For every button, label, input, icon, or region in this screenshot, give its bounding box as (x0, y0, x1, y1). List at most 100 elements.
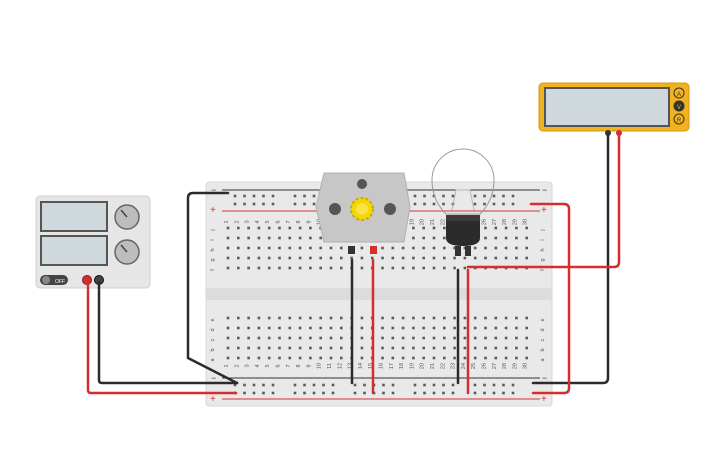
terminal-hole[interactable] (494, 326, 498, 330)
terminal-hole[interactable] (329, 316, 333, 320)
terminal-hole[interactable] (298, 236, 302, 240)
rail-hole[interactable] (451, 383, 455, 387)
rail-hole[interactable] (423, 194, 426, 198)
terminal-hole[interactable] (504, 346, 508, 350)
terminal-hole[interactable] (422, 246, 425, 250)
voltage-knob-icon[interactable] (114, 204, 140, 230)
rail-hole[interactable] (243, 194, 246, 198)
terminal-hole[interactable] (288, 226, 292, 230)
multimeter-mode-a[interactable]: A (673, 87, 685, 99)
terminal-hole[interactable] (412, 266, 415, 270)
terminal-hole[interactable] (525, 336, 528, 340)
terminal-hole[interactable] (226, 326, 230, 330)
rail-hole[interactable] (262, 202, 265, 206)
terminal-hole[interactable] (340, 316, 343, 320)
terminal-hole[interactable] (288, 316, 292, 320)
rail-hole[interactable] (303, 391, 306, 395)
terminal-hole[interactable] (525, 246, 528, 250)
terminal-hole[interactable] (247, 226, 250, 230)
terminal-hole[interactable] (443, 246, 446, 250)
terminal-hole[interactable] (381, 356, 384, 360)
terminal-hole[interactable] (422, 256, 425, 260)
terminal-hole[interactable] (473, 316, 477, 320)
rail-hole[interactable] (363, 383, 366, 387)
rail-hole[interactable] (271, 194, 275, 198)
terminal-hole[interactable] (360, 266, 364, 270)
terminal-hole[interactable] (422, 346, 425, 350)
rail-hole[interactable] (502, 383, 505, 387)
terminal-hole[interactable] (412, 256, 415, 260)
terminal-hole[interactable] (381, 346, 384, 350)
rail-hole[interactable] (233, 383, 237, 387)
terminal-hole[interactable] (432, 246, 436, 250)
terminal-hole[interactable] (360, 256, 364, 260)
terminal-hole[interactable] (463, 336, 467, 340)
terminal-hole[interactable] (267, 346, 271, 350)
rail-hole[interactable] (511, 391, 515, 395)
terminal-hole[interactable] (504, 256, 508, 260)
terminal-hole[interactable] (237, 346, 240, 350)
terminal-hole[interactable] (267, 316, 271, 320)
terminal-hole[interactable] (381, 336, 384, 340)
terminal-hole[interactable] (257, 236, 261, 240)
terminal-hole[interactable] (278, 266, 281, 270)
rail-hole[interactable] (312, 383, 316, 387)
terminal-hole[interactable] (515, 346, 518, 350)
terminal-hole[interactable] (484, 316, 487, 320)
rail-hole[interactable] (252, 391, 256, 395)
terminal-hole[interactable] (422, 226, 425, 230)
terminal-hole[interactable] (525, 256, 528, 260)
terminal-hole[interactable] (237, 316, 240, 320)
terminal-hole[interactable] (309, 326, 312, 330)
terminal-hole[interactable] (298, 316, 302, 320)
terminal-hole[interactable] (443, 356, 446, 360)
terminal-hole[interactable] (257, 326, 261, 330)
terminal-hole[interactable] (453, 346, 456, 350)
terminal-hole[interactable] (278, 346, 281, 350)
terminal-hole[interactable] (237, 246, 240, 250)
terminal-hole[interactable] (484, 326, 487, 330)
rail-hole[interactable] (293, 194, 297, 198)
rail-hole[interactable] (511, 194, 515, 198)
terminal-hole[interactable] (515, 246, 518, 250)
terminal-hole[interactable] (288, 356, 292, 360)
terminal-hole[interactable] (443, 226, 446, 230)
rail-hole[interactable] (262, 391, 265, 395)
terminal-hole[interactable] (309, 346, 312, 350)
terminal-hole[interactable] (494, 256, 498, 260)
terminal-hole[interactable] (484, 356, 487, 360)
terminal-hole[interactable] (329, 356, 333, 360)
terminal-hole[interactable] (360, 346, 364, 350)
terminal-hole[interactable] (288, 266, 292, 270)
terminal-hole[interactable] (391, 316, 395, 320)
terminal-hole[interactable] (247, 256, 250, 260)
terminal-hole[interactable] (288, 236, 292, 240)
terminal-hole[interactable] (412, 356, 415, 360)
terminal-hole[interactable] (453, 356, 456, 360)
terminal-hole[interactable] (247, 356, 250, 360)
rail-hole[interactable] (271, 202, 275, 206)
rail-hole[interactable] (442, 383, 445, 387)
terminal-hole[interactable] (504, 226, 508, 230)
terminal-hole[interactable] (267, 326, 271, 330)
terminal-hole[interactable] (473, 356, 477, 360)
terminal-hole[interactable] (267, 336, 271, 340)
rail-hole[interactable] (473, 194, 477, 198)
terminal-hole[interactable] (226, 336, 230, 340)
terminal-hole[interactable] (443, 346, 446, 350)
terminal-hole[interactable] (267, 266, 271, 270)
terminal-hole[interactable] (340, 346, 343, 350)
terminal-hole[interactable] (473, 346, 477, 350)
rail-hole[interactable] (423, 391, 426, 395)
terminal-hole[interactable] (226, 256, 230, 260)
rail-hole[interactable] (511, 383, 515, 387)
terminal-hole[interactable] (381, 316, 384, 320)
terminal-hole[interactable] (329, 346, 333, 350)
terminal-hole[interactable] (443, 266, 446, 270)
terminal-hole[interactable] (278, 356, 281, 360)
terminal-hole[interactable] (298, 226, 302, 230)
terminal-hole[interactable] (319, 246, 322, 250)
terminal-hole[interactable] (422, 326, 425, 330)
terminal-hole[interactable] (309, 316, 312, 320)
